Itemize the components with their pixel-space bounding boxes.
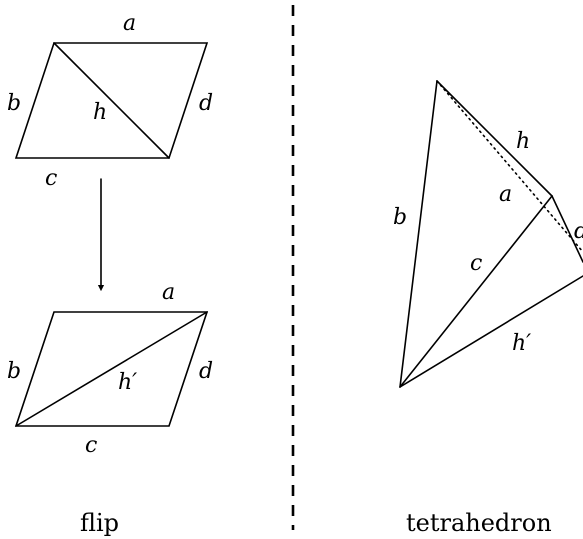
top-quad-diagonal-h — [53, 42, 170, 159]
tetra-label-h: h — [516, 129, 530, 154]
top-quad-label-c: c — [45, 166, 57, 191]
bottom-quad-outline — [14, 311, 209, 427]
tetra-edge-d — [551, 195, 583, 263]
top-quadrilateral: a b c d h — [7, 11, 213, 191]
tetrahedron-caption: tetrahedron — [406, 509, 552, 537]
tetra-label-h-prime: h′ — [512, 331, 531, 356]
tetra-edge-h-prime — [399, 275, 583, 388]
tetra-label-c: c — [470, 251, 482, 276]
bottom-quad-label-c: c — [85, 433, 97, 458]
flip-caption: flip — [80, 509, 119, 537]
tetra-edge-c — [399, 195, 553, 388]
tetra-edge-h — [436, 80, 553, 197]
bottom-quad-label-b: b — [7, 359, 21, 384]
tetra-label-b: b — [393, 205, 407, 230]
bottom-quad-diagonal-h-prime — [15, 311, 208, 427]
top-quad-label-a: a — [123, 11, 136, 36]
bottom-quad-label-h-prime: h′ — [118, 370, 137, 395]
bottom-quad-label-d: d — [199, 359, 213, 384]
top-quad-label-h: h — [93, 100, 107, 125]
bottom-quadrilateral: a b c d h′ — [7, 280, 213, 458]
tetra-edge-a-hidden — [436, 80, 583, 253]
flip-panel: a b c d h a b c d h′ flip — [7, 11, 213, 537]
tetra-label-a: a — [499, 182, 512, 207]
tetra-edge-b — [399, 80, 438, 388]
top-quad-label-d: d — [199, 91, 213, 116]
tetrahedron-panel: h a b c d h′ tetrahedron — [393, 80, 583, 537]
top-quad-label-b: b — [7, 91, 21, 116]
tetra-label-d: d — [574, 219, 583, 244]
bottom-quad-label-a: a — [162, 280, 175, 305]
